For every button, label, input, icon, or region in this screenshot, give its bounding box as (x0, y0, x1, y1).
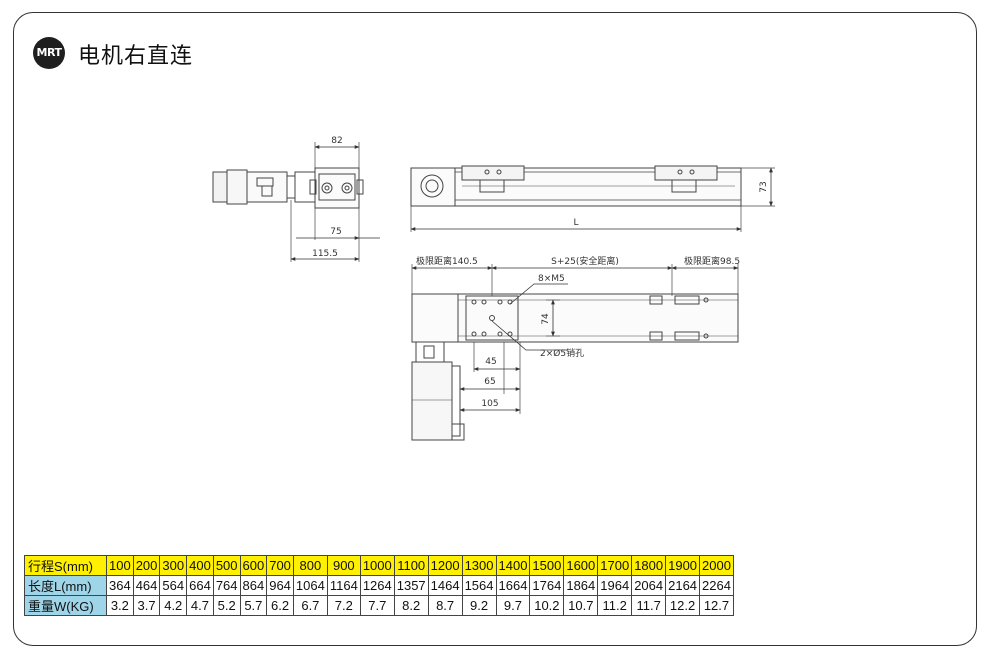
table-cell: 1900 (665, 555, 701, 576)
dim-45: 45 (485, 357, 496, 367)
page-title: 电机右直连 (78, 44, 194, 69)
table-cell: 1464 (427, 575, 463, 596)
table-cell: 5.2 (212, 595, 241, 616)
dim-right-limit: 极限距离98.5 (684, 255, 740, 267)
table-cell: 6.2 (266, 595, 294, 616)
table-cell: 1064 (292, 575, 328, 596)
dim-L: L (573, 218, 578, 228)
table-cell: 300 (159, 555, 188, 576)
table-cell: 564 (159, 575, 188, 596)
table-cell: 1164 (326, 575, 361, 596)
table-cell: 1300 (461, 555, 497, 576)
table-cell: 8.2 (393, 595, 429, 616)
table-cell: 7.7 (359, 595, 395, 616)
table-cell: 3.2 (106, 595, 134, 616)
table-cell: 664 (186, 575, 214, 596)
note-tapped-holes: 8×M5 (538, 274, 565, 284)
table-cell: 1864 (563, 575, 599, 596)
table-cell: 2000 (699, 555, 734, 576)
table-cell: 11.2 (597, 595, 633, 616)
table-cell: 1264 (359, 575, 395, 596)
top-view (411, 264, 739, 441)
table-cell: 4.7 (186, 595, 214, 616)
spec-table: 行程S(mm) 100 200 300 400 500 600 700 800 … (24, 555, 734, 616)
table-cell: 1000 (359, 555, 395, 576)
table-cell: 12.2 (665, 595, 701, 616)
table-cell: 1500 (529, 555, 565, 576)
table-cell: 700 (266, 555, 294, 576)
table-cell: 4.2 (159, 595, 188, 616)
table-cell: 5.7 (239, 595, 268, 616)
table-cell: 10.7 (563, 595, 599, 616)
table-cell: 400 (186, 555, 214, 576)
table-cell: 764 (212, 575, 241, 596)
table-cell: 3.7 (132, 595, 161, 616)
table-cell: 1800 (631, 555, 667, 576)
dim-74: 74 (541, 313, 551, 325)
dim-73: 73 (759, 181, 769, 192)
table-row-length: 长度L(mm) 364 464 564 664 764 864 964 1064… (24, 575, 734, 596)
table-cell: 600 (239, 555, 268, 576)
table-cell: 900 (326, 555, 361, 576)
table-cell: 1700 (597, 555, 633, 576)
table-cell: 200 (132, 555, 161, 576)
table-cell: 800 (292, 555, 328, 576)
table-cell: 6.7 (292, 595, 328, 616)
dim-left-limit: 极限距离140.5 (416, 255, 478, 267)
table-cell: 100 (106, 555, 134, 576)
table-cell: 11.7 (631, 595, 667, 616)
table-cell: 1564 (461, 575, 497, 596)
dim-65: 65 (484, 377, 495, 387)
table-cell: 2264 (699, 575, 734, 596)
table-cell: 2064 (631, 575, 667, 596)
dim-115-5: 115.5 (312, 249, 338, 259)
table-row-stroke: 行程S(mm) 100 200 300 400 500 600 700 800 … (24, 555, 734, 576)
table-cell: 464 (132, 575, 161, 596)
table-cell: 964 (266, 575, 294, 596)
table-cell: 500 (212, 555, 241, 576)
table-cell: 8.7 (427, 595, 463, 616)
table-cell: 9.2 (461, 595, 497, 616)
row-header: 重量W(KG) (24, 595, 107, 616)
table-cell: 7.2 (326, 595, 361, 616)
dim-75: 75 (330, 227, 341, 237)
row-header: 行程S(mm) (24, 555, 107, 576)
dim-stroke-safe: S+25(安全距离) (551, 255, 619, 267)
table-cell: 1964 (597, 575, 633, 596)
table-cell: 364 (106, 575, 134, 596)
table-cell: 1400 (495, 555, 531, 576)
side-view (212, 142, 364, 262)
table-cell: 12.7 (699, 595, 734, 616)
brand-logo: MRT (33, 37, 65, 69)
table-cell: 864 (239, 575, 268, 596)
note-pin-holes: 2×Ø5销孔 (540, 347, 584, 359)
table-cell: 1100 (393, 555, 429, 576)
table-cell: 1357 (393, 575, 429, 596)
row-header: 长度L(mm) (24, 575, 107, 596)
table-cell: 2164 (665, 575, 701, 596)
dim-105: 105 (481, 399, 498, 409)
table-cell: 10.2 (529, 595, 565, 616)
table-cell: 9.7 (495, 595, 531, 616)
table-cell: 1200 (427, 555, 463, 576)
front-view (410, 165, 775, 232)
table-row-weight: 重量W(KG) 3.2 3.7 4.2 4.7 5.2 5.7 6.2 6.7 … (24, 595, 734, 616)
dim-82: 82 (331, 136, 342, 146)
table-cell: 1764 (529, 575, 565, 596)
table-cell: 1664 (495, 575, 531, 596)
page-frame (13, 12, 977, 646)
table-cell: 1600 (563, 555, 599, 576)
